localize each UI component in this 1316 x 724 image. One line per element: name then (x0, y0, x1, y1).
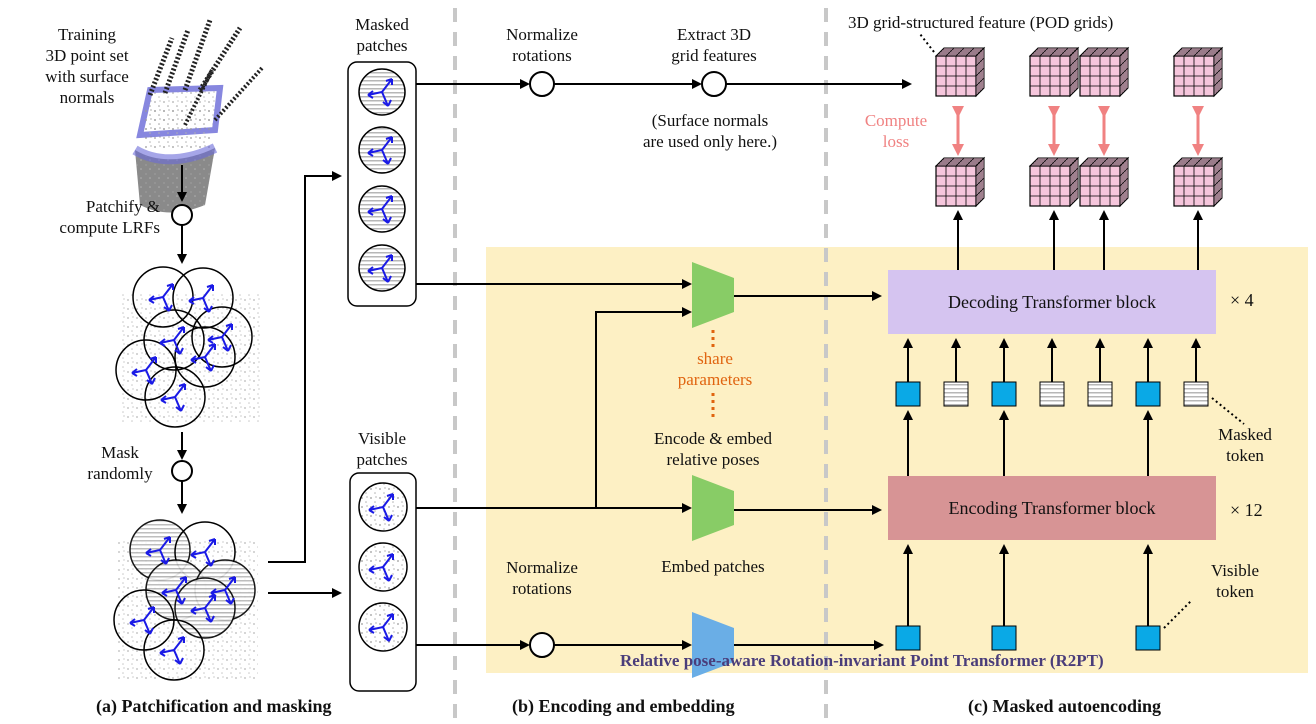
masked-token-label: Masked token (1218, 425, 1272, 465)
extract-op-node (701, 71, 727, 97)
patchify-op-node (171, 204, 193, 226)
mask-op-node (171, 460, 193, 482)
target-pod-grids (935, 47, 1223, 97)
r2pt-label: Relative pose-aware Rotation-invariant P… (620, 651, 1104, 670)
visible-patches-title: Visible patches (356, 429, 408, 469)
mask-label: Mask randomly (87, 443, 153, 483)
predicted-pod-grids (935, 157, 1223, 207)
normalize-rotations-bottom-label: Normalize rotations (506, 558, 578, 598)
share-parameters-label: share parameters (655, 348, 775, 390)
extract-grid-features-label: Extract 3D grid features (671, 25, 757, 65)
patchify-label: Patchify & compute LRFs (59, 197, 160, 237)
masked-patch-list (358, 68, 406, 292)
patch-embedder (692, 612, 734, 678)
masked-patches-group (347, 61, 417, 307)
loss-arrows (952, 106, 1204, 156)
surface-normals-note: (Surface normals are used only here.) (642, 111, 778, 151)
caption-panel-b: (b) Encoding and embedding (512, 696, 735, 716)
input-point-cloud (132, 19, 264, 213)
masked-patches-title: Masked patches (355, 15, 409, 55)
decoder-input-tokens (895, 381, 1209, 407)
input-label: Training 3D point set with surface norma… (45, 25, 129, 107)
encoder-repeat-label: × 12 (1230, 500, 1263, 520)
visible-patch-list (358, 482, 408, 652)
encoding-transformer-block (888, 476, 1216, 540)
decoding-transformer-block (888, 270, 1216, 334)
encoding-block-label: Encoding Transformer block (948, 497, 1156, 518)
decoder-repeat-label: × 4 (1230, 290, 1254, 310)
caption-panel-a: (a) Patchification and masking (96, 696, 332, 716)
normalize-rotations-top-label: Normalize rotations (506, 25, 578, 65)
compute-loss-label: Compute loss (864, 111, 928, 151)
visible-token-label: Visible token (1210, 561, 1260, 601)
normalize-op-node-top (529, 71, 555, 97)
normalize-op-node-bottom (529, 632, 555, 658)
lrf-patch-cluster (115, 266, 260, 428)
pod-grid-title: 3D grid-structured feature (POD grids) (848, 13, 1114, 32)
relpose-encoder-encoder-side (692, 475, 734, 541)
decoding-block-label: Decoding Transformer block (948, 291, 1156, 312)
visible-token-row (895, 625, 1161, 651)
relpose-encoder-decoder-side (692, 262, 734, 328)
masked-patch-cluster (113, 519, 258, 681)
encode-embed-relative-poses-label: Encode & embed relative poses (653, 429, 772, 469)
embed-patches-label: Embed patches (661, 557, 765, 576)
caption-panel-c: (c) Masked autoencoding (968, 696, 1161, 716)
